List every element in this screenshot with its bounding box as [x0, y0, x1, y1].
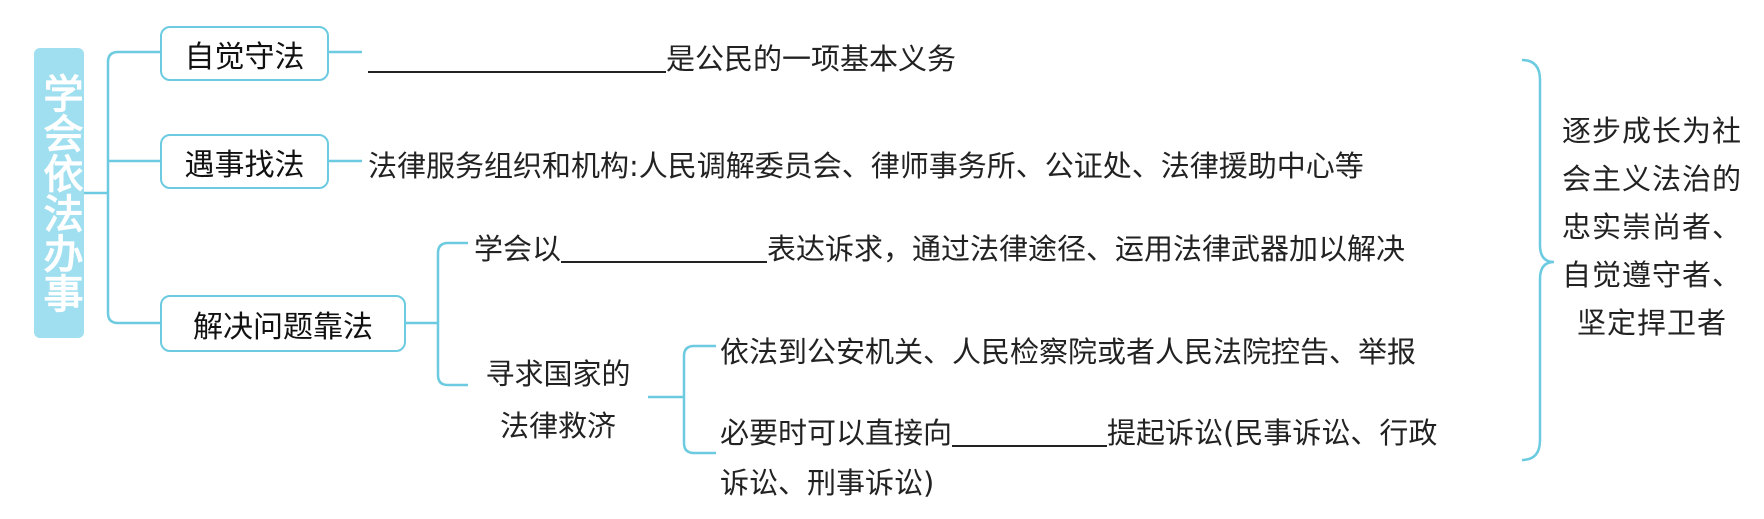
sub-text-express-demands: 学会以 表达诉求，通过法律途径、运用法律武器加以解决: [474, 226, 1405, 268]
branch-label: 遇事找法: [184, 147, 305, 183]
remedy-item-report: 依法到公安机关、人民检察院或者人民法院控告、举报: [720, 329, 1416, 371]
text-before-blank: 必要时可以直接向: [720, 416, 953, 450]
branch-text-obey-law: 是公民的一项基本义务: [368, 36, 956, 78]
summary-brace: [1521, 58, 1555, 462]
remedy-label-line2: 法律救济: [499, 409, 616, 443]
branch-node-rely-on-law: 解决问题靠法: [160, 295, 406, 352]
fill-in-blank: [368, 42, 666, 73]
root-title: 学会依法办事: [36, 73, 83, 313]
connector-root-branches: [84, 50, 160, 325]
connector-remedy-items: [648, 344, 716, 455]
text-after-blank: 是公民的一项基本义务: [666, 42, 957, 76]
branch-node-obey-law: 自觉守法: [160, 26, 329, 81]
root-node: 学会依法办事: [34, 48, 84, 338]
branch-node-seek-law: 遇事找法: [160, 134, 329, 189]
text-after-blank: 提起诉讼(民事诉讼、行政: [1107, 416, 1438, 450]
legal-service-text: 法律服务组织和机构:人民调解委员会、律师事务所、公证处、法律援助中心等: [368, 149, 1364, 183]
lawsuit-line2: 诉讼、刑事诉讼): [720, 466, 935, 500]
branch-text-seek-law: 法律服务组织和机构:人民调解委员会、律师事务所、公证处、法律援助中心等: [368, 143, 1364, 185]
fill-in-blank: [561, 232, 768, 263]
summary-text: 逐步成长为社会主义法治的忠实崇尚者、自觉遵守者、坚定捍卫者: [1561, 114, 1742, 340]
text-before-blank: 学会以: [474, 232, 562, 266]
text-after-blank: 表达诉求，通过法律途径、运用法律武器加以解决: [767, 232, 1406, 266]
report-text: 依法到公安机关、人民检察院或者人民法院控告、举报: [720, 335, 1417, 369]
sub-label-legal-remedy: 寻求国家的 法律救济: [468, 348, 648, 452]
branch-label: 解决问题靠法: [193, 309, 373, 345]
branch-label: 自觉守法: [184, 39, 305, 75]
connector-branch3-subs: [406, 241, 468, 387]
fill-in-blank: [952, 416, 1108, 447]
remedy-label-line1: 寻求国家的: [485, 357, 631, 391]
remedy-item-lawsuit: 必要时可以直接向 提起诉讼(民事诉讼、行政 诉讼、刑事诉讼): [720, 408, 1437, 508]
